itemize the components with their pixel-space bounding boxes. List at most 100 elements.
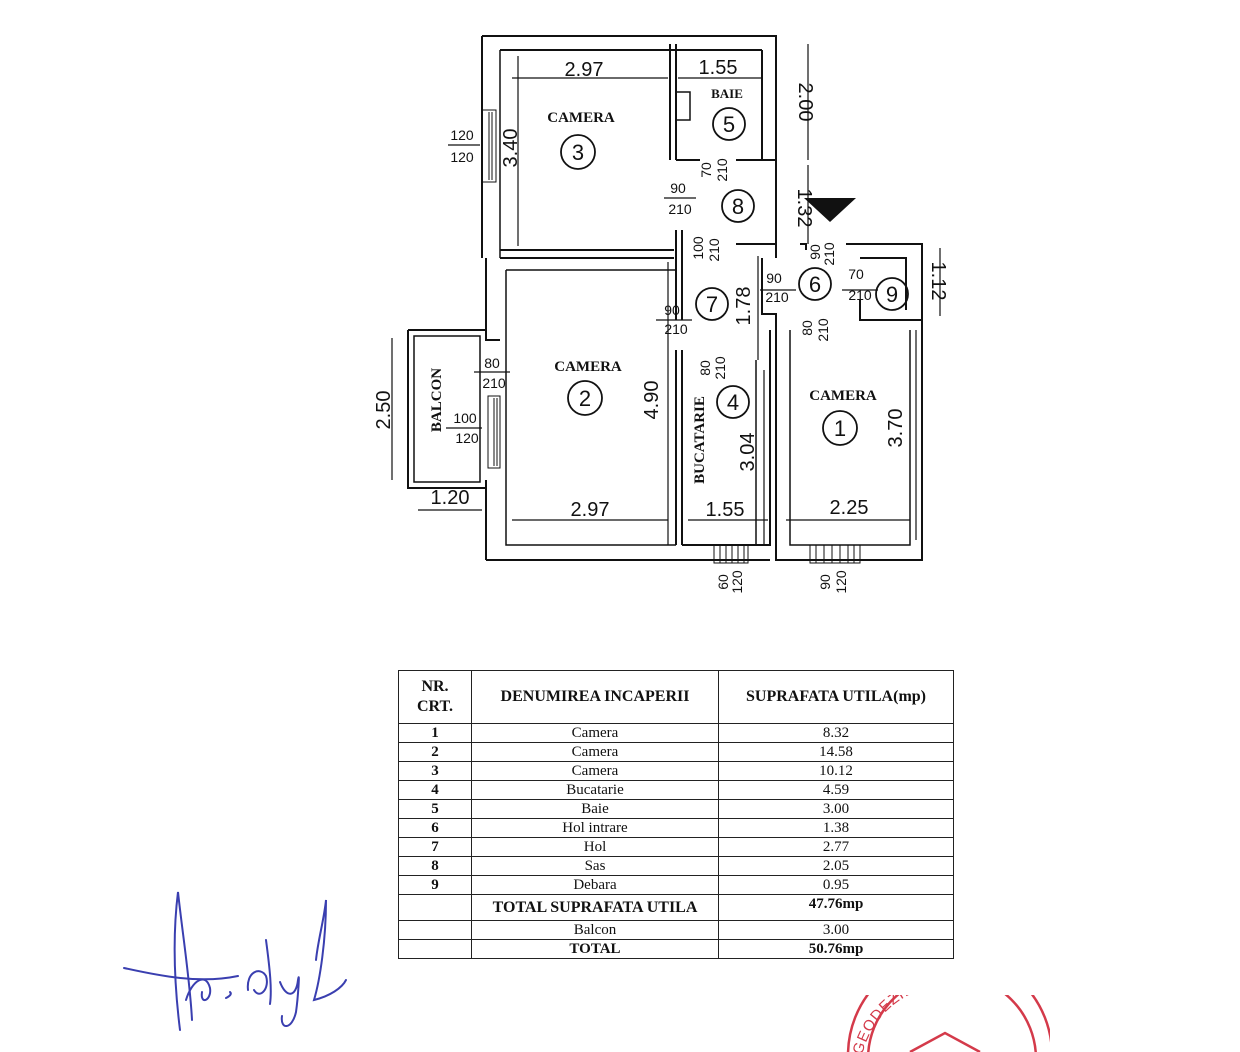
- dim-room1-width: 2.25: [830, 497, 869, 519]
- row-area: 2.05: [718, 856, 954, 876]
- room-1-label: CAMERA: [809, 388, 877, 404]
- dim-storage-depth: 1.12: [927, 262, 949, 301]
- opening-12-w: 100: [453, 410, 477, 426]
- room-4-number: 4: [727, 390, 739, 415]
- header-name: DENUMIREA INCAPERII: [471, 670, 719, 724]
- row-area: 1.38: [718, 818, 954, 838]
- room-8-number: 8: [732, 194, 744, 219]
- room-5-label: BAIE: [711, 86, 743, 101]
- total-useful-value: 47.76mp: [718, 894, 954, 921]
- room-2-number: 2: [579, 386, 591, 411]
- opening-10-h: 210: [482, 375, 506, 391]
- room-9-number: 9: [886, 282, 898, 307]
- dim-kitchen-width: 1.55: [706, 499, 745, 521]
- header-area: SUPRAFATA UTILA(mp): [718, 670, 954, 724]
- opening-9-w: 80: [799, 320, 815, 336]
- row-nr: 1: [398, 723, 472, 743]
- dim-room3-width: 2.97: [565, 59, 604, 81]
- room-1-number: 1: [834, 416, 846, 441]
- row-area: 2.77: [718, 837, 954, 857]
- official-stamp: GEODEZIE SI CARTO: [846, 995, 1050, 1052]
- row-name: Camera: [471, 761, 719, 781]
- dim-room2-depth: 4.90: [641, 381, 663, 420]
- opening-6-h: 210: [664, 321, 688, 337]
- row-area: 10.12: [718, 761, 954, 781]
- opening-3-w: 70: [698, 162, 714, 178]
- row-nr: 2: [398, 742, 472, 762]
- balcony-label: BALCON: [429, 368, 445, 432]
- opening-7-w: 90: [766, 270, 782, 286]
- opening-4-h: 210: [706, 238, 722, 262]
- opening-5-h: 210: [821, 242, 837, 266]
- row-name: Camera: [471, 742, 719, 762]
- balcony-value-cell: 3.00: [718, 920, 954, 940]
- area-table: NR. CRT. DENUMIREA INCAPERII SUPRAFATA U…: [398, 670, 954, 959]
- dim-balcony-depth: 2.50: [373, 391, 395, 430]
- room-3-label: CAMERA: [547, 110, 615, 126]
- row-nr: 9: [398, 875, 472, 895]
- opening-4-w: 100: [690, 236, 706, 260]
- room-5-number: 5: [723, 112, 735, 137]
- row-name: Hol: [471, 837, 719, 857]
- row-name: Hol intrare: [471, 818, 719, 838]
- opening-7-h: 210: [765, 289, 789, 305]
- header-nr: NR. CRT.: [398, 670, 472, 724]
- opening-6-w: 90: [664, 302, 680, 318]
- row-nr: 4: [398, 780, 472, 800]
- opening-11-w: 80: [697, 360, 713, 376]
- opening-8-h: 210: [848, 287, 872, 303]
- dim-bath-depth: 2.00: [794, 83, 816, 122]
- opening-2-w: 90: [670, 180, 686, 196]
- room-6-number: 6: [809, 272, 821, 297]
- row-area: 0.95: [718, 875, 954, 895]
- opening-14-w: 90: [817, 574, 833, 590]
- row-name: Camera: [471, 723, 719, 743]
- row-area: 4.59: [718, 780, 954, 800]
- dim-balcony-width: 1.20: [431, 487, 470, 509]
- row-nr: 8: [398, 856, 472, 876]
- opening-14-h: 120: [833, 570, 849, 594]
- dim-sas-depth: 1.32: [793, 189, 815, 228]
- dim-room3-depth: 3.40: [500, 129, 522, 168]
- total-value: 50.76mp: [718, 939, 954, 959]
- room-2-label: CAMERA: [554, 359, 622, 375]
- opening-2-h: 210: [668, 201, 692, 217]
- room-4-label: BUCATARIE: [692, 396, 708, 484]
- row-area: 8.32: [718, 723, 954, 743]
- row-nr: 5: [398, 799, 472, 819]
- dim-hall-depth: 1.78: [733, 287, 755, 326]
- dim-room2-width: 2.97: [571, 499, 610, 521]
- opening-1-h: 120: [450, 149, 474, 165]
- row-name: Debara: [471, 875, 719, 895]
- opening-1-w: 120: [450, 127, 474, 143]
- opening-12-h: 120: [455, 430, 479, 446]
- row-area: 14.58: [718, 742, 954, 762]
- row-nr: 3: [398, 761, 472, 781]
- room-7-number: 7: [706, 292, 718, 317]
- dim-kitchen-depth: 3.04: [737, 433, 759, 472]
- opening-11-h: 210: [712, 356, 728, 380]
- handwritten-signature: [123, 891, 347, 1031]
- opening-10-w: 80: [484, 355, 500, 371]
- opening-9-h: 210: [815, 318, 831, 342]
- opening-13-h: 120: [729, 570, 745, 594]
- total-label: TOTAL: [471, 939, 719, 959]
- row-nr: 7: [398, 837, 472, 857]
- row-name: Sas: [471, 856, 719, 876]
- room-3-number: 3: [572, 140, 584, 165]
- opening-3-h: 210: [714, 158, 730, 182]
- row-nr: 6: [398, 818, 472, 838]
- row-name: Baie: [471, 799, 719, 819]
- opening-13-w: 60: [715, 574, 731, 590]
